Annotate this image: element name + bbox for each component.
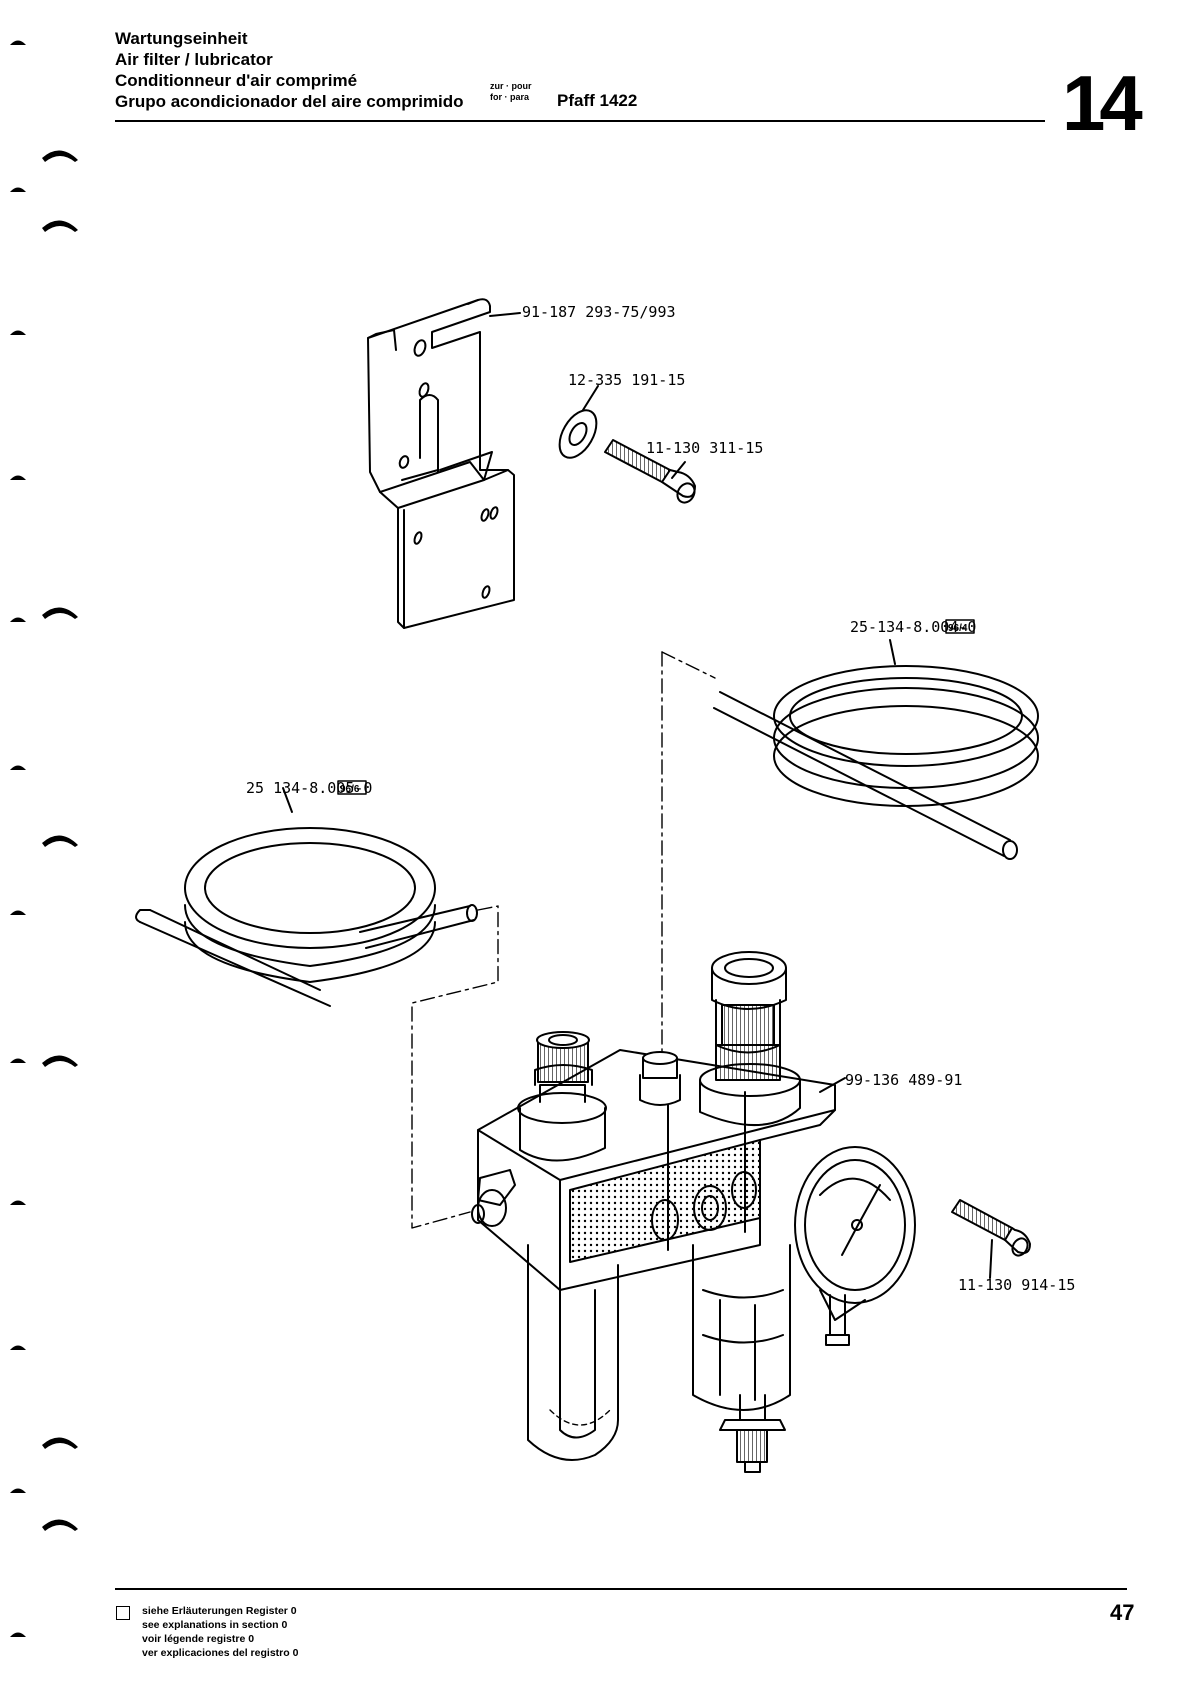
legend-text: siehe Erläuterungen Register 0 see expla… (142, 1604, 298, 1660)
legend-line-fr: voir légende registre 0 (142, 1633, 255, 1645)
label-screw-top: 11-130 311-15 (646, 439, 763, 457)
routing-lines (411, 651, 716, 1229)
legend-line-es: ver explicaciones del registro 0 (142, 1647, 299, 1659)
title-line-de: Wartungseinheit (115, 29, 248, 48)
maintenance-unit (471, 951, 916, 1473)
label-screw-gauge: 11-130 914-15 (958, 1276, 1075, 1294)
hose-coil-left (135, 787, 478, 1007)
label-bracket: 91-187 293-75/993 (522, 303, 676, 321)
hose-coil-right (713, 639, 1039, 860)
mounting-bracket (367, 298, 521, 629)
washer (558, 385, 599, 459)
binder-marks (10, 40, 78, 1637)
ref-box-left: 96/6 (337, 780, 367, 795)
cap-screw-gauge (951, 1199, 1031, 1279)
label-hose-right: 25-134-8.004-0 (850, 618, 976, 636)
zur-pour-text: zur · pour (490, 81, 532, 91)
ref-left-text: 96/6 (340, 784, 360, 795)
cap-screw-top (604, 439, 696, 504)
ref-box-right: 96/4 (945, 619, 975, 634)
footer-rule (115, 1588, 1127, 1590)
ref-right-text: 96/4 (948, 623, 968, 634)
for-para-text: for · para (490, 92, 530, 102)
section-number: 14 (1062, 59, 1143, 147)
page-number: 47 (1110, 1600, 1135, 1625)
title-line-en: Air filter / lubricator (115, 50, 273, 69)
legend-box-icon (116, 1606, 130, 1620)
title-line-es: Grupo acondicionador del aire comprimido (115, 92, 464, 111)
title-line-fr: Conditionneur d'air comprimé (115, 71, 358, 90)
label-unit: 99-136 489-91 (845, 1071, 962, 1089)
legend-line-en: see explanations in section 0 (142, 1619, 288, 1631)
label-washer: 12-335 191-15 (568, 371, 685, 389)
label-hose-left: 25 134-8.005-0 (246, 779, 372, 797)
title-block: Wartungseinheit Air filter / lubricator … (115, 28, 464, 112)
model-name: Pfaff 1422 (557, 91, 638, 110)
header-rule (115, 120, 1045, 122)
for-label: zur · pour for · para (490, 81, 532, 103)
legend-line-de: siehe Erläuterungen Register 0 (142, 1605, 297, 1617)
